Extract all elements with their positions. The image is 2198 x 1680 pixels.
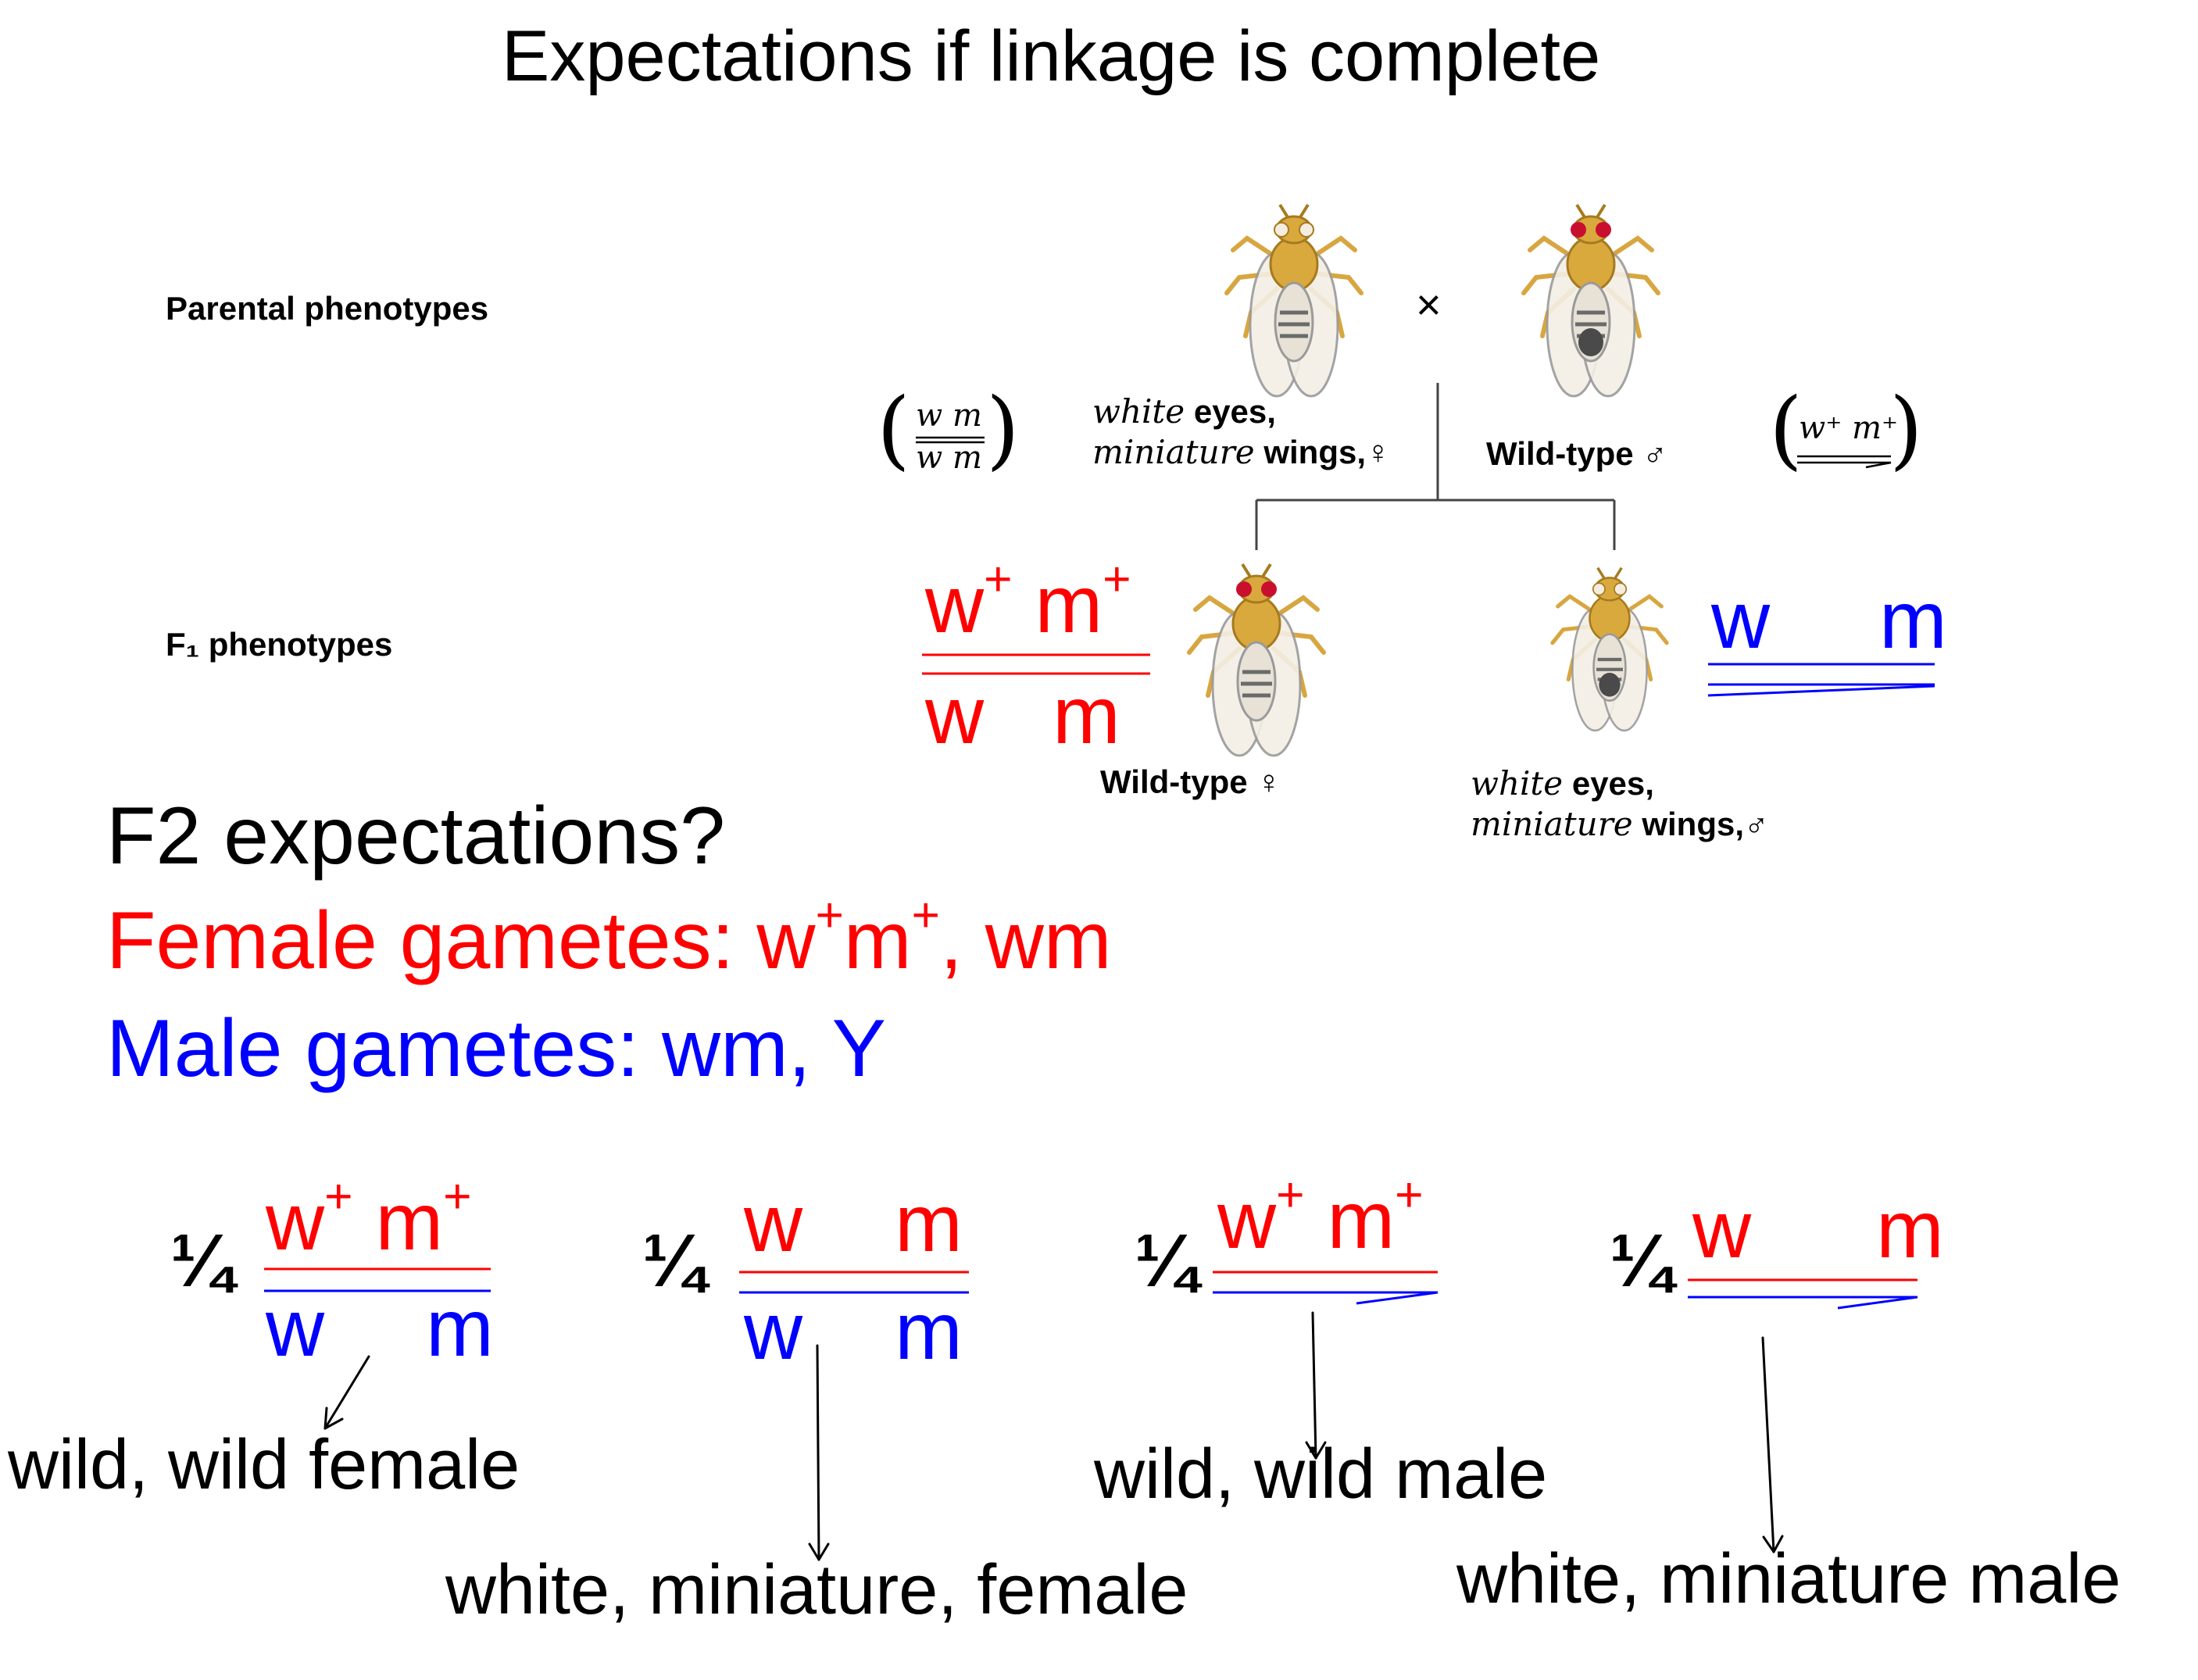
f1-male-abdomen-tip (1599, 673, 1620, 697)
parent-female-genotype-bars (916, 438, 985, 442)
fly-parent-male-icon (1524, 205, 1658, 396)
f1-female-chromosome-bars (922, 655, 1150, 674)
white-eye-left-icon (1274, 223, 1288, 237)
red-eye-left-icon (1571, 222, 1586, 238)
f1-female-red-eye-left-icon (1236, 581, 1252, 597)
pedigree-lines (1256, 383, 1614, 550)
white-eye-right-icon (1299, 223, 1313, 237)
f1-male-white-eye-right-icon (1614, 583, 1626, 595)
result-arrows (325, 1313, 1782, 1560)
fly-parent-female-icon (1227, 205, 1361, 396)
fly-f1-female-icon (1189, 564, 1324, 756)
f1-male-chromosome-bars (1708, 664, 1935, 695)
parent-male-genotype-bars (1797, 456, 1891, 467)
male-abdomen-tip (1578, 328, 1603, 356)
f1-male-white-eye-left-icon (1593, 583, 1605, 595)
red-eye-right-icon (1596, 222, 1611, 238)
offspring-chromosome-bars (264, 1269, 1917, 1308)
fly-f1-male-icon (1553, 568, 1667, 731)
f1-female-red-eye-right-icon (1261, 581, 1277, 597)
